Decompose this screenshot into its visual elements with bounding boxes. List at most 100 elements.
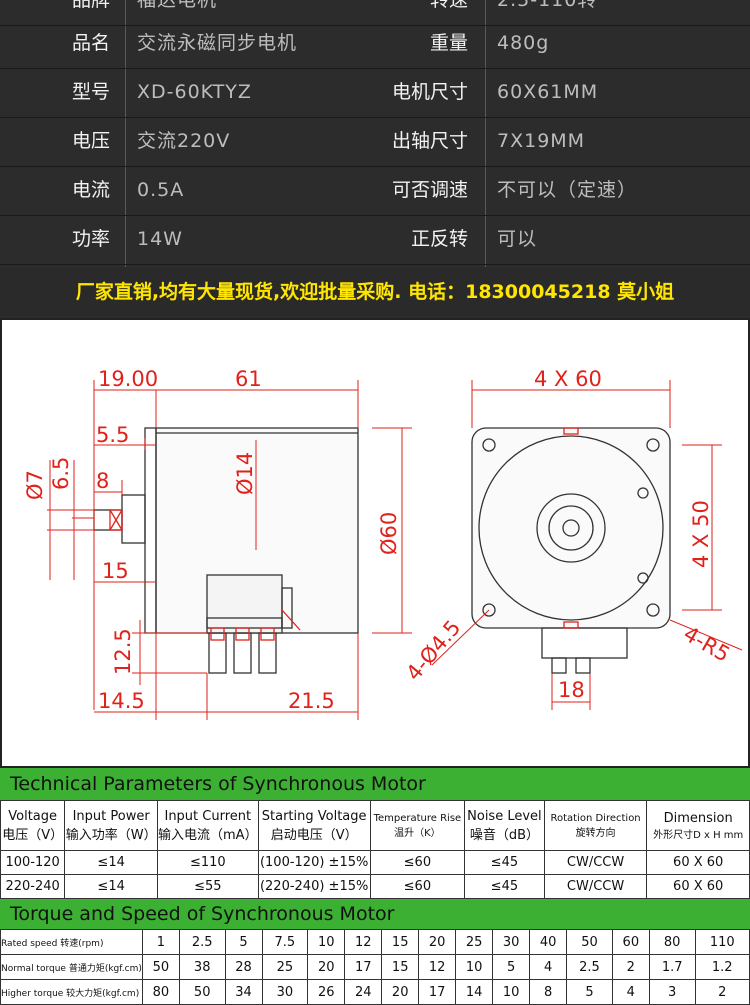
torque-cell: 10 [307,929,346,955]
tech-cell: 100-120 [0,850,66,875]
dim-d14: Ø14 [233,452,257,495]
spec-value: XD-60KTYZ [137,81,252,103]
header-en: Temperature Rise [373,812,462,824]
torque-cell: 17 [344,954,383,980]
torque-cell: 30 [492,929,531,955]
torque-cell: 5 [224,929,263,955]
torque-cell: 26 [307,979,346,1005]
dim-61: 61 [235,367,262,391]
header-en: Starting Voltage [261,808,367,824]
torque-cell: 34 [224,979,263,1005]
spec-value: 7X19MM [497,130,586,152]
spec-label: 功率 [71,228,110,250]
spec-label: 型号 [71,81,110,103]
spec-label: 品牌 [71,0,110,11]
torque-cell: 4 [611,979,650,1005]
tech-section: Technical Parameters of Synchronous Moto… [0,768,750,1005]
torque-cell: 20 [307,954,346,980]
spec-value: 可以 [497,228,538,250]
spec-row: 电流 0.5A 可否调速 不可以（定速） [0,166,750,216]
torque-cell: 20 [381,979,420,1005]
header-cn: 噪音（dB） [469,827,539,843]
dim-5-5: 5.5 [96,423,129,447]
tech-cell: ≤55 [157,874,259,899]
tech-cell: ≤60 [369,850,466,875]
spec-value: 60X61MM [497,81,599,103]
spec-row: 品牌 福达电机 转速 2.5-110转 [0,0,750,26]
spec-label: 转速 [429,0,468,11]
dim-d7: Ø7 [23,470,47,500]
torque-cell: 80 [141,979,180,1005]
side-dimension-lines [47,380,412,720]
motor-dimension-drawing: 61 19.00 5.5 8 15 Ø7 6.5 Ø14 Ø60 12.5 14… [0,318,750,768]
tech-row: 100-120 ≤14 ≤110 (100-120) ±15% ≤60 ≤45 … [0,850,750,875]
spec-label: 重量 [429,32,468,54]
torque-cell: 38 [178,954,226,980]
torque-row-label: Higher torque 较大力矩(kgf.cm) [0,979,143,1005]
front-view [471,427,671,674]
dim-12-5: 12.5 [111,628,135,675]
tech-cell: ≤60 [369,874,466,899]
spec-table: 品牌 福达电机 转速 2.5-110转 品名 交流永磁同步电机 重量 480g … [0,0,750,318]
spec-value: 480g [497,32,550,54]
dim-4x60: 4 X 60 [534,367,602,391]
tech-cell: ≤14 [64,850,159,875]
header-cn: 启动电压（V） [270,827,358,843]
spec-divider [485,0,486,267]
torque-cell: 2 [611,954,650,980]
dim-6-5: 6.5 [49,457,73,490]
dim-8: 8 [96,469,109,493]
spec-divider [125,0,126,267]
torque-cell: 50 [566,929,613,955]
spec-row: 品名 交流永磁同步电机 重量 480g [0,19,750,69]
dim-4x50: 4 X 50 [689,500,713,568]
spec-label: 电机尺寸 [391,81,468,103]
spec-label: 出轴尺寸 [391,130,468,152]
spec-label: 电流 [71,179,110,201]
header-en: Input Current [164,808,252,824]
torque-row-label: Rated speed 转速(rpm) [0,929,143,955]
tech-cell: ≤110 [157,850,259,875]
spec-row: 电压 交流220V 出轴尺寸 7X19MM [0,117,750,167]
spec-label: 品名 [71,32,110,54]
tech-cell: CW/CCW [543,850,648,875]
torque-cell: 10 [492,979,531,1005]
torque-cell: 50 [178,979,226,1005]
tech-cell: ≤14 [64,874,159,899]
dim-18: 18 [558,678,585,702]
spec-value: 交流永磁同步电机 [137,32,298,54]
spec-value: 2.5-110转 [497,0,598,11]
header-cn: 外形尺寸D x H mm [653,829,744,841]
tech-title: Technical Parameters of Synchronous Moto… [0,768,750,800]
torque-cell: 2 [694,979,750,1005]
torque-cell: 14 [455,979,494,1005]
torque-cell: 25 [261,954,309,980]
torque-cell: 1.2 [694,954,750,980]
header-en: Voltage [8,808,58,824]
tech-cell: (220-240) ±15% [257,874,371,899]
tech-cell: CW/CCW [543,874,648,899]
torque-cell: 2.5 [178,929,226,955]
dim-4-d4-5: 4-Ø4.5 [401,615,465,685]
torque-cell: 24 [344,979,383,1005]
torque-cell: 1.7 [648,954,696,980]
torque-cell: 60 [611,929,650,955]
torque-cell: 12 [418,954,457,980]
torque-cell: 7.5 [261,929,309,955]
torque-cell: 5 [566,979,613,1005]
dim-19: 19.00 [98,367,158,391]
torque-cell: 40 [529,929,568,955]
header-cn: 输入功率（W） [65,827,157,843]
front-dimension-lines [431,380,743,710]
header-en: Dimension [663,810,733,826]
torque-cell: 110 [694,929,750,955]
torque-cell: 25 [455,929,494,955]
header-en: Rotation Direction [550,812,641,824]
tech-header-cell: Dimension 外形尺寸D x H mm [646,800,750,851]
